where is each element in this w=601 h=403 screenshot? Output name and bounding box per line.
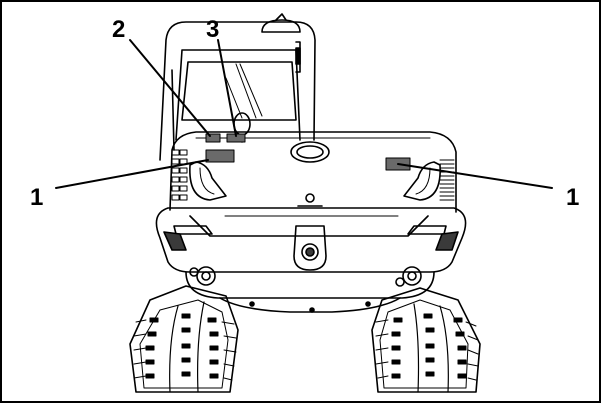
leader-lines	[55, 39, 553, 189]
rear-bumper	[155, 207, 467, 273]
bumper-grille-right	[435, 231, 459, 251]
leader-line-1-right	[397, 163, 553, 189]
callout-3: 3	[206, 16, 220, 43]
counterweight	[169, 131, 457, 213]
side-grille-left	[171, 149, 188, 201]
undercarriage	[185, 266, 435, 313]
label-sticker-1-left	[205, 149, 235, 163]
leader-line-1-left	[55, 159, 209, 189]
label-stickers	[205, 133, 411, 171]
label-sticker-2	[205, 133, 221, 143]
callout-1-right: 1	[566, 184, 580, 211]
leader-line-2	[129, 39, 211, 137]
callout-1-left: 1	[30, 184, 44, 211]
bumper-grille-left	[163, 231, 187, 251]
callout-2: 2	[112, 16, 126, 43]
leader-line-3	[217, 39, 237, 137]
track-left	[129, 285, 239, 393]
track-right	[371, 287, 481, 393]
side-grille-right	[439, 159, 455, 201]
cab	[159, 13, 316, 161]
